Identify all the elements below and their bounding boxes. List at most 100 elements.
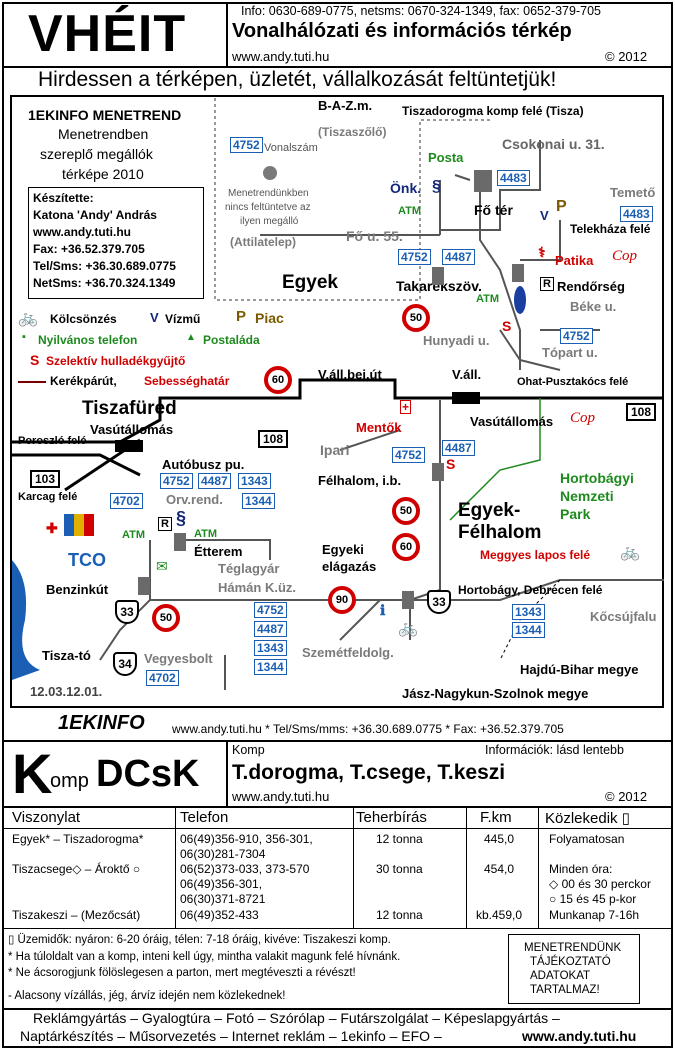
label-tco: TCO bbox=[68, 550, 106, 570]
water-icon: V bbox=[150, 310, 159, 325]
grey-stop-icon bbox=[263, 166, 277, 180]
mail-icon: ✉ bbox=[156, 558, 168, 574]
box-line2: TÁJÉKOZTATÓ bbox=[530, 956, 611, 968]
info-netsms: NetSms: +36.70.324.1349 bbox=[33, 276, 176, 290]
label-takarek: Takarékszöv. bbox=[396, 278, 482, 294]
line-4483-b: 4483 bbox=[620, 206, 653, 222]
legend-post: Postaláda bbox=[203, 333, 260, 347]
label-mentok: Mentők bbox=[356, 420, 402, 435]
label-hortobagyi2: Nemzeti bbox=[560, 488, 614, 504]
label-ohat: Ohat-Pusztakócs felé bbox=[517, 376, 629, 388]
row1-phone1: 06(49)356-910, 356-301, bbox=[180, 832, 313, 846]
legend-bikeway: Kerékpárút, bbox=[50, 374, 117, 388]
komp-url[interactable]: www.andy.tuti.hu bbox=[232, 789, 330, 804]
legend-missing2: nincs feltüntetve az bbox=[225, 202, 311, 213]
label-teglagyar: Téglagyár bbox=[218, 561, 280, 576]
label-atm1: ATM bbox=[398, 205, 422, 217]
services-url[interactable]: www.andy.tuti.hu bbox=[522, 1028, 637, 1044]
road-108-a: 108 bbox=[258, 430, 289, 448]
label-vegyesbolt: Vegyesbolt bbox=[144, 651, 213, 666]
header-title: Vonalhálózati és információs térkép bbox=[232, 20, 572, 42]
services-line1: Reklámgyártás – Gyalogtúra – Fotó – Szór… bbox=[33, 1010, 560, 1026]
row2-run3: ○ 15 és 45 p-kor bbox=[549, 892, 637, 906]
line-4483-a: 4483 bbox=[497, 170, 530, 186]
line-4487-d: 4487 bbox=[254, 621, 287, 637]
row2-run2: ◇ 00 és 30 perckor bbox=[549, 877, 651, 891]
bus-stop bbox=[402, 591, 414, 609]
line-4487-a: 4487 bbox=[442, 249, 475, 265]
row1-load: 12 tonna bbox=[376, 832, 423, 846]
label-karcag: Karcag felé bbox=[18, 491, 78, 503]
label-hortobagyi3: Park bbox=[560, 506, 591, 522]
section-icon: § bbox=[432, 178, 441, 195]
label-patika: Patika bbox=[555, 253, 594, 268]
legend-missing1: Menetrendünkben bbox=[228, 188, 309, 199]
road-34: 34 bbox=[113, 652, 137, 676]
box-line1: MENETRENDÜNK bbox=[524, 942, 622, 954]
ekinfo-contact: www.andy.tuti.hu * Tel/Sms/mms: +36.30.6… bbox=[172, 722, 564, 736]
info-author: Katona 'Andy' András bbox=[33, 208, 157, 222]
row1-run1: Folyamatosan bbox=[549, 832, 625, 846]
line-1343-a: 1343 bbox=[238, 473, 271, 489]
info-fax: Fax: +36.52.379.705 bbox=[33, 242, 145, 256]
legend-linenum: Vonalszám bbox=[264, 142, 318, 154]
label-tiszato: Tisza-tó bbox=[42, 648, 91, 663]
komp-logo-dcsk: DCsK bbox=[96, 753, 200, 795]
label-tiszaszolo: (Tiszaszőlő) bbox=[318, 125, 387, 139]
r-icon-1: R bbox=[540, 277, 554, 291]
bus-stop bbox=[432, 267, 444, 285]
first-aid-icon: ✚ bbox=[46, 520, 58, 536]
label-etterem: Étterem bbox=[194, 544, 243, 559]
label-egyeki2: elágazás bbox=[322, 559, 377, 574]
label-temeto: Temető bbox=[610, 185, 656, 200]
label-egyek: Egyek bbox=[282, 272, 338, 293]
col-viszonylat: Viszonylat bbox=[12, 809, 81, 826]
row1-phone2: 06(30)281-7304 bbox=[180, 847, 266, 861]
row1-fkm: 445,0 bbox=[484, 832, 515, 846]
note-2: * Ha túloldalt van a komp, inteni kell ú… bbox=[8, 951, 401, 963]
label-poroszlo: Poroszló felé bbox=[18, 435, 87, 447]
label-hortobagy-deb: Hortobágy, Debrecen felé bbox=[458, 583, 603, 597]
label-komp-tisza: Tiszadorogma komp felé (Tisza) bbox=[402, 104, 584, 118]
header-url[interactable]: www.andy.tuti.hu bbox=[232, 49, 330, 64]
line-4702-b: 4702 bbox=[146, 670, 179, 686]
label-egyeki1: Egyeki bbox=[322, 542, 364, 557]
label-vasutall2: Vasútállomás bbox=[470, 414, 554, 429]
row3-run1: Munkanap 7-16h bbox=[549, 908, 640, 922]
label-date: 12.03.12.01. bbox=[30, 684, 103, 699]
label-fou: Fő u. 55. bbox=[346, 228, 403, 244]
legend-missing3: ilyen megálló bbox=[240, 216, 299, 227]
box-line4: TARTALMAZ! bbox=[530, 984, 600, 996]
komp-label: Komp bbox=[232, 743, 265, 757]
phone-icon: ▪ bbox=[22, 331, 26, 343]
label-coop2: Cop bbox=[570, 410, 596, 426]
bus-stop bbox=[138, 577, 150, 595]
label-felhalom-ib: Félhalom, i.b. bbox=[318, 473, 402, 488]
label-vasutall1: Vasútállomás bbox=[90, 422, 174, 437]
label-vall: V.áll. bbox=[452, 367, 482, 382]
label-hortobagyi1: Hortobágyi bbox=[560, 470, 634, 486]
label-coop1: Cop bbox=[612, 248, 638, 264]
label-onk: Önk. bbox=[390, 180, 422, 196]
label-haman: Hámán K.üz. bbox=[218, 580, 297, 595]
label-bazm: B-A-Z.m. bbox=[318, 98, 373, 113]
author-box bbox=[28, 187, 204, 299]
water-icon-map: V bbox=[540, 208, 549, 223]
note-3: * Ne ácsorogjunk fölöslegesen a parton, … bbox=[8, 967, 356, 979]
line-4752-e: 4752 bbox=[160, 473, 193, 489]
waste-icon: S bbox=[30, 352, 40, 368]
shop-logo-icon bbox=[64, 514, 94, 536]
bike-icon: 🚲 bbox=[18, 310, 38, 327]
legend-waste: Szelektív hulladékgyűjtő bbox=[46, 354, 186, 368]
label-meggyes: Meggyes lapos felé bbox=[480, 548, 591, 562]
row2-run1: Minden óra: bbox=[549, 862, 613, 876]
info-web: www.andy.tuti.hu bbox=[33, 225, 131, 239]
speed-50-c: 50 bbox=[152, 604, 180, 632]
row3-route: Tiszakeszi – (Mezőcsát) bbox=[12, 908, 141, 922]
komp-logo-omp: omp bbox=[50, 770, 89, 792]
info-madeby: Készítette: bbox=[33, 191, 94, 205]
col-fkm: F.km bbox=[480, 809, 512, 826]
legend-speed: Sebességhatár bbox=[144, 374, 230, 388]
speed-60-b: 60 bbox=[392, 533, 420, 561]
bike-icon-map2: 🚲 bbox=[398, 620, 418, 637]
